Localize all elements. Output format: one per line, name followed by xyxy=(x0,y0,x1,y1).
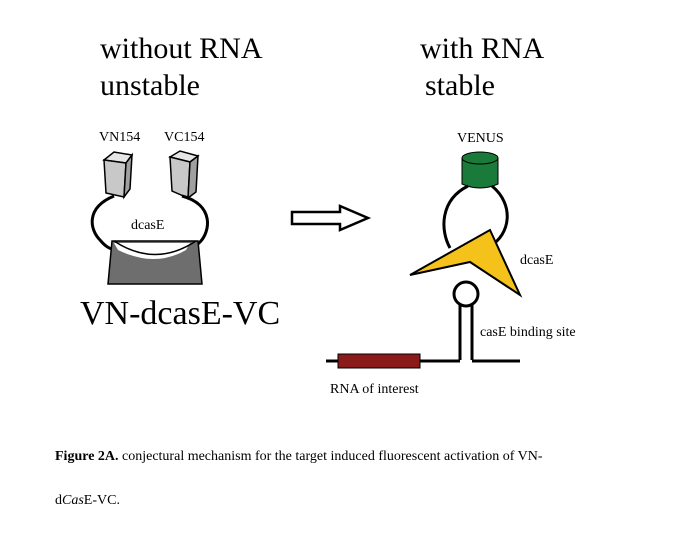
vn154-fragment xyxy=(102,151,134,200)
caption-figure-number: Figure 2A. xyxy=(55,449,119,464)
figure-caption-line1: Figure 2A. conjectural mechanism for the… xyxy=(55,449,655,465)
right-dcase-label: dcasE xyxy=(520,253,553,268)
caption-text: conjectural mechanism for the target ind… xyxy=(118,449,543,464)
left-dcase-label: dcasE xyxy=(131,218,164,233)
right-title-line2: stable xyxy=(425,69,495,102)
figure-caption-line2: dCasE-VC. xyxy=(55,493,655,509)
construct-name: VN-dcasE-VC xyxy=(80,295,280,332)
vc154-fragment xyxy=(168,150,200,200)
transition-arrow-icon xyxy=(290,204,372,232)
venus-barrel xyxy=(461,151,499,189)
caption-line2-italic: Cas xyxy=(62,493,84,508)
hairpin-loop xyxy=(452,280,480,308)
venus-label: VENUS xyxy=(457,131,504,146)
binding-site-label: casE binding site xyxy=(480,325,576,340)
dcase-protein-right xyxy=(409,228,523,298)
rna-label: RNA of interest xyxy=(330,382,419,397)
rna-of-interest-region xyxy=(337,353,421,369)
vn154-label: VN154 xyxy=(99,130,140,145)
caption-line2-suffix: E-VC. xyxy=(83,493,120,508)
vc154-label: VC154 xyxy=(164,130,204,145)
caption-line2-prefix: d xyxy=(55,493,62,508)
venus-linker-left xyxy=(442,184,469,249)
left-title-line1: without RNA xyxy=(100,32,263,65)
left-title-line2: unstable xyxy=(100,69,200,102)
right-title-line1: with RNA xyxy=(420,32,545,65)
